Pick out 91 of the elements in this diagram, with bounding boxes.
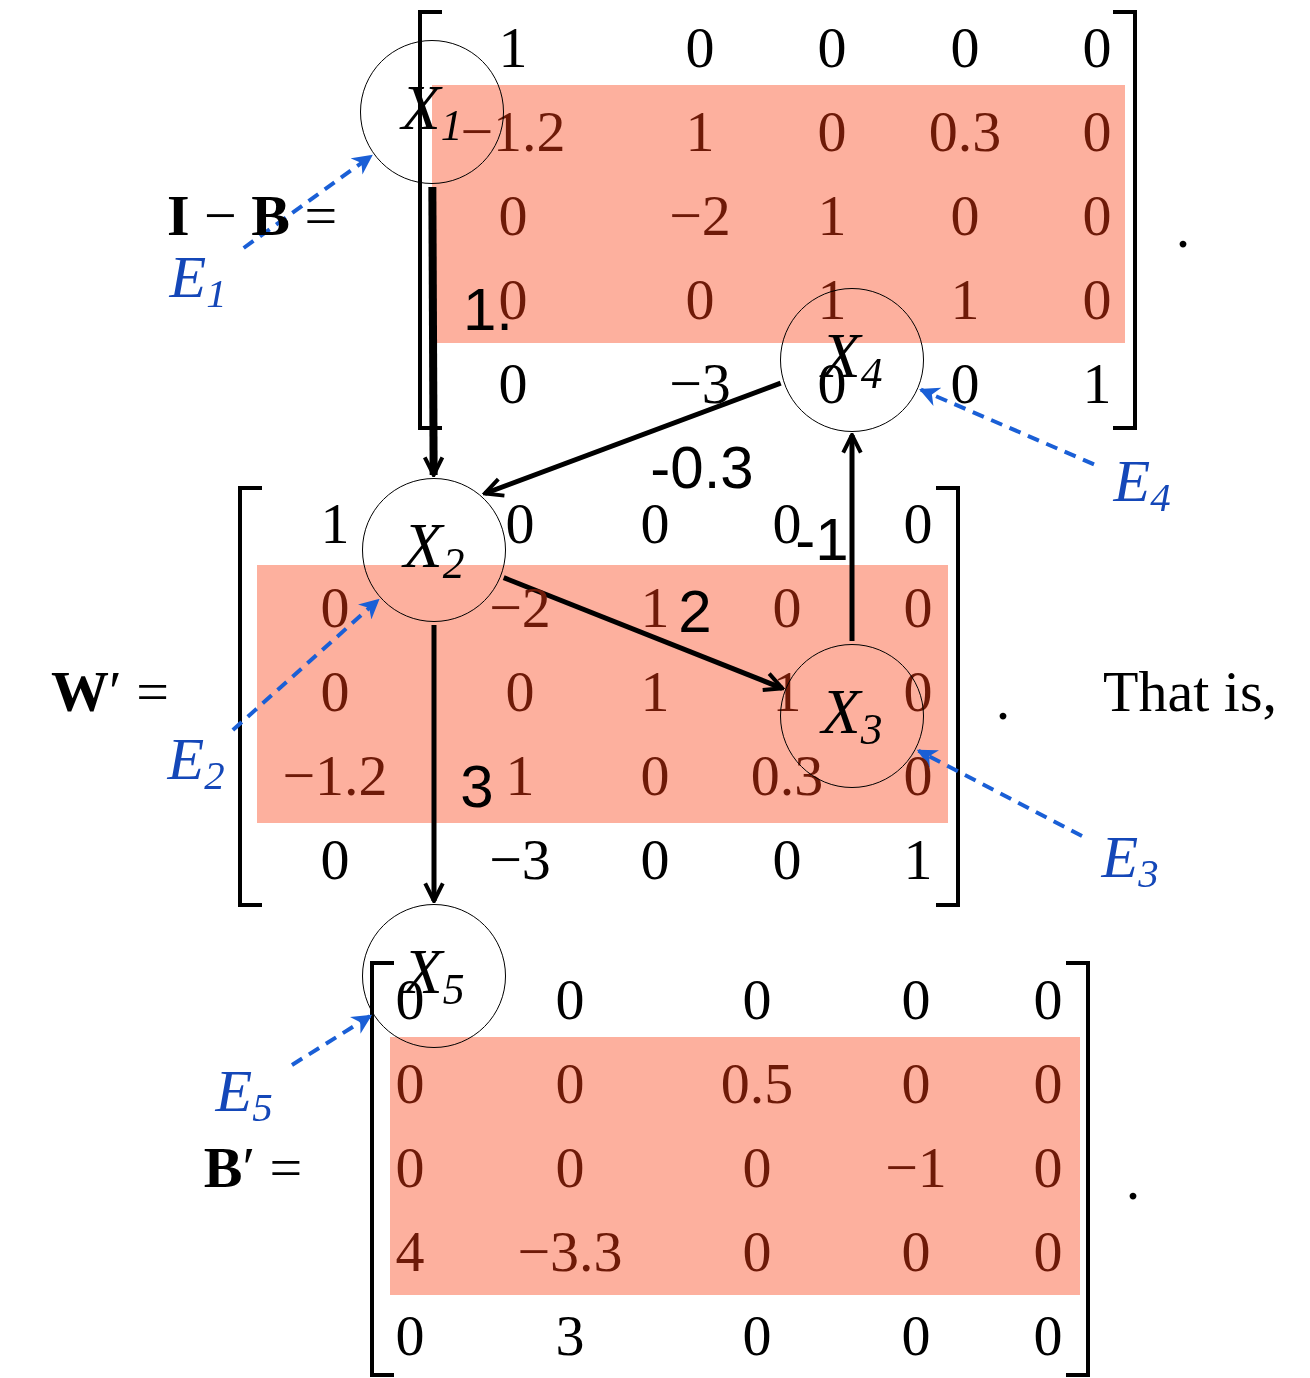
matrix-entry: 0 — [555, 971, 585, 1029]
equation-label: W′ = — [51, 663, 169, 721]
edge-label: -0.3 — [650, 438, 754, 498]
matrix-entry: 0.3 — [750, 747, 824, 805]
dashed-arrow — [919, 387, 1095, 467]
error-label: E$_{4}$ — [1094, 452, 1190, 518]
matrix-entry: 0 — [395, 1139, 425, 1197]
matrix-entry: 0 — [320, 663, 350, 721]
arrow — [423, 625, 445, 903]
matrix-entry: 1 — [950, 271, 980, 329]
matrix-entry: 0 — [901, 971, 931, 1029]
matrix-entry: 0 — [685, 271, 715, 329]
matrix-entry: 0.3 — [928, 103, 1002, 161]
matrix-entry: 0 — [742, 971, 772, 1029]
matrix-entry: −1 — [885, 1139, 947, 1197]
dashed-arrow — [242, 154, 373, 250]
matrix-entry: 0 — [817, 103, 847, 161]
matrix-entry: 0 — [395, 1055, 425, 1113]
matrix-entry: 0 — [903, 747, 933, 805]
matrix-entry: −3 — [669, 355, 731, 413]
arrow — [502, 575, 785, 692]
matrix-entry: . — [995, 671, 1011, 729]
dashed-arrow — [290, 1014, 373, 1067]
matrix-entry: 0 — [950, 187, 980, 245]
matrix-entry: 4 — [395, 1223, 425, 1281]
equation-label: I − B = — [166, 187, 338, 245]
matrix-entry: 0 — [950, 355, 980, 413]
matrix-entry: −2 — [669, 187, 731, 245]
matrix-entry: 0 — [1033, 1223, 1063, 1281]
matrix-entry: 1 — [640, 579, 670, 637]
matrix-entry: B′ = — [203, 1139, 303, 1197]
matrix-entry: 0 — [1033, 1307, 1063, 1365]
matrix-entry: 0 — [320, 579, 350, 637]
matrix-entry: 0 — [1082, 271, 1112, 329]
matrix-entry: 1 — [817, 187, 847, 245]
matrix-entry: 0 — [1033, 971, 1063, 1029]
matrix-entry: 0 — [772, 579, 802, 637]
matrix-entry: 1 — [505, 747, 535, 805]
matrix-entry: 0 — [1033, 1139, 1063, 1197]
matrix-entry: 0 — [1082, 187, 1112, 245]
matrix-entry: 1 — [903, 831, 933, 889]
error-label: E$_{5}$ — [196, 1062, 292, 1128]
arrow — [422, 186, 445, 477]
matrix-entry: 3 — [555, 1307, 585, 1365]
matrix-entry: 0 — [640, 495, 670, 553]
matrix-entry: 0 — [742, 1307, 772, 1365]
matrix-entry: 0 — [1082, 103, 1112, 161]
matrix-entry: 0 — [320, 831, 350, 889]
arrow — [482, 380, 782, 498]
matrix-entry: 0 — [903, 495, 933, 553]
matrix-entry: . — [1125, 1151, 1141, 1209]
matrix-entry: That is, — [1103, 663, 1277, 721]
matrix-entry: 0 — [555, 1055, 585, 1113]
matrix-entry: 0 — [498, 355, 528, 413]
matrix-entry: −3.3 — [517, 1223, 623, 1281]
matrix-entry: 1 — [498, 19, 528, 77]
error-label: E$_{3}$ — [1082, 828, 1178, 894]
arrow — [841, 433, 863, 641]
error-label: E$_{1}$ — [150, 248, 246, 314]
matrix-entry: 1 — [685, 103, 715, 161]
matrix-entry: −1.2 — [282, 747, 388, 805]
edge-label: 3 — [460, 757, 494, 817]
matrix-entry: 0 — [901, 1307, 931, 1365]
matrix-entry: 0.5 — [720, 1055, 794, 1113]
matrix-entry: 0 — [640, 747, 670, 805]
matrix-entry: 0 — [555, 1139, 585, 1197]
matrix-entry: 0 — [742, 1223, 772, 1281]
matrix-entry: 0 — [498, 187, 528, 245]
matrix-entry: 0 — [817, 19, 847, 77]
matrix-entry: . — [1175, 199, 1191, 257]
dashed-arrow — [916, 748, 1083, 838]
edge-label: 2 — [678, 582, 712, 642]
matrix-entry: 1 — [1082, 355, 1112, 413]
matrix-entry: 0 — [685, 19, 715, 77]
matrix-entry: 0 — [903, 579, 933, 637]
matrix-entry: 1 — [640, 663, 670, 721]
dashed-arrow — [231, 598, 380, 732]
matrix-entry: 0 — [950, 19, 980, 77]
matrix-entry: 0 — [901, 1055, 931, 1113]
matrix-entry: 0 — [1082, 19, 1112, 77]
matrix-entry: −3 — [489, 831, 551, 889]
matrix-entry: 0 — [1033, 1055, 1063, 1113]
matrix-entry: 0 — [901, 1223, 931, 1281]
matrix-entry: 0 — [772, 831, 802, 889]
matrix-entry: 0 — [742, 1139, 772, 1197]
matrix-entry: 1 — [320, 495, 350, 553]
matrix-entry: 0 — [395, 1307, 425, 1365]
matrix-entry: 0 — [505, 663, 535, 721]
matrix-entry: 0 — [505, 495, 535, 553]
matrix-entry: 0 — [640, 831, 670, 889]
error-label: E$_{2}$ — [148, 730, 244, 796]
